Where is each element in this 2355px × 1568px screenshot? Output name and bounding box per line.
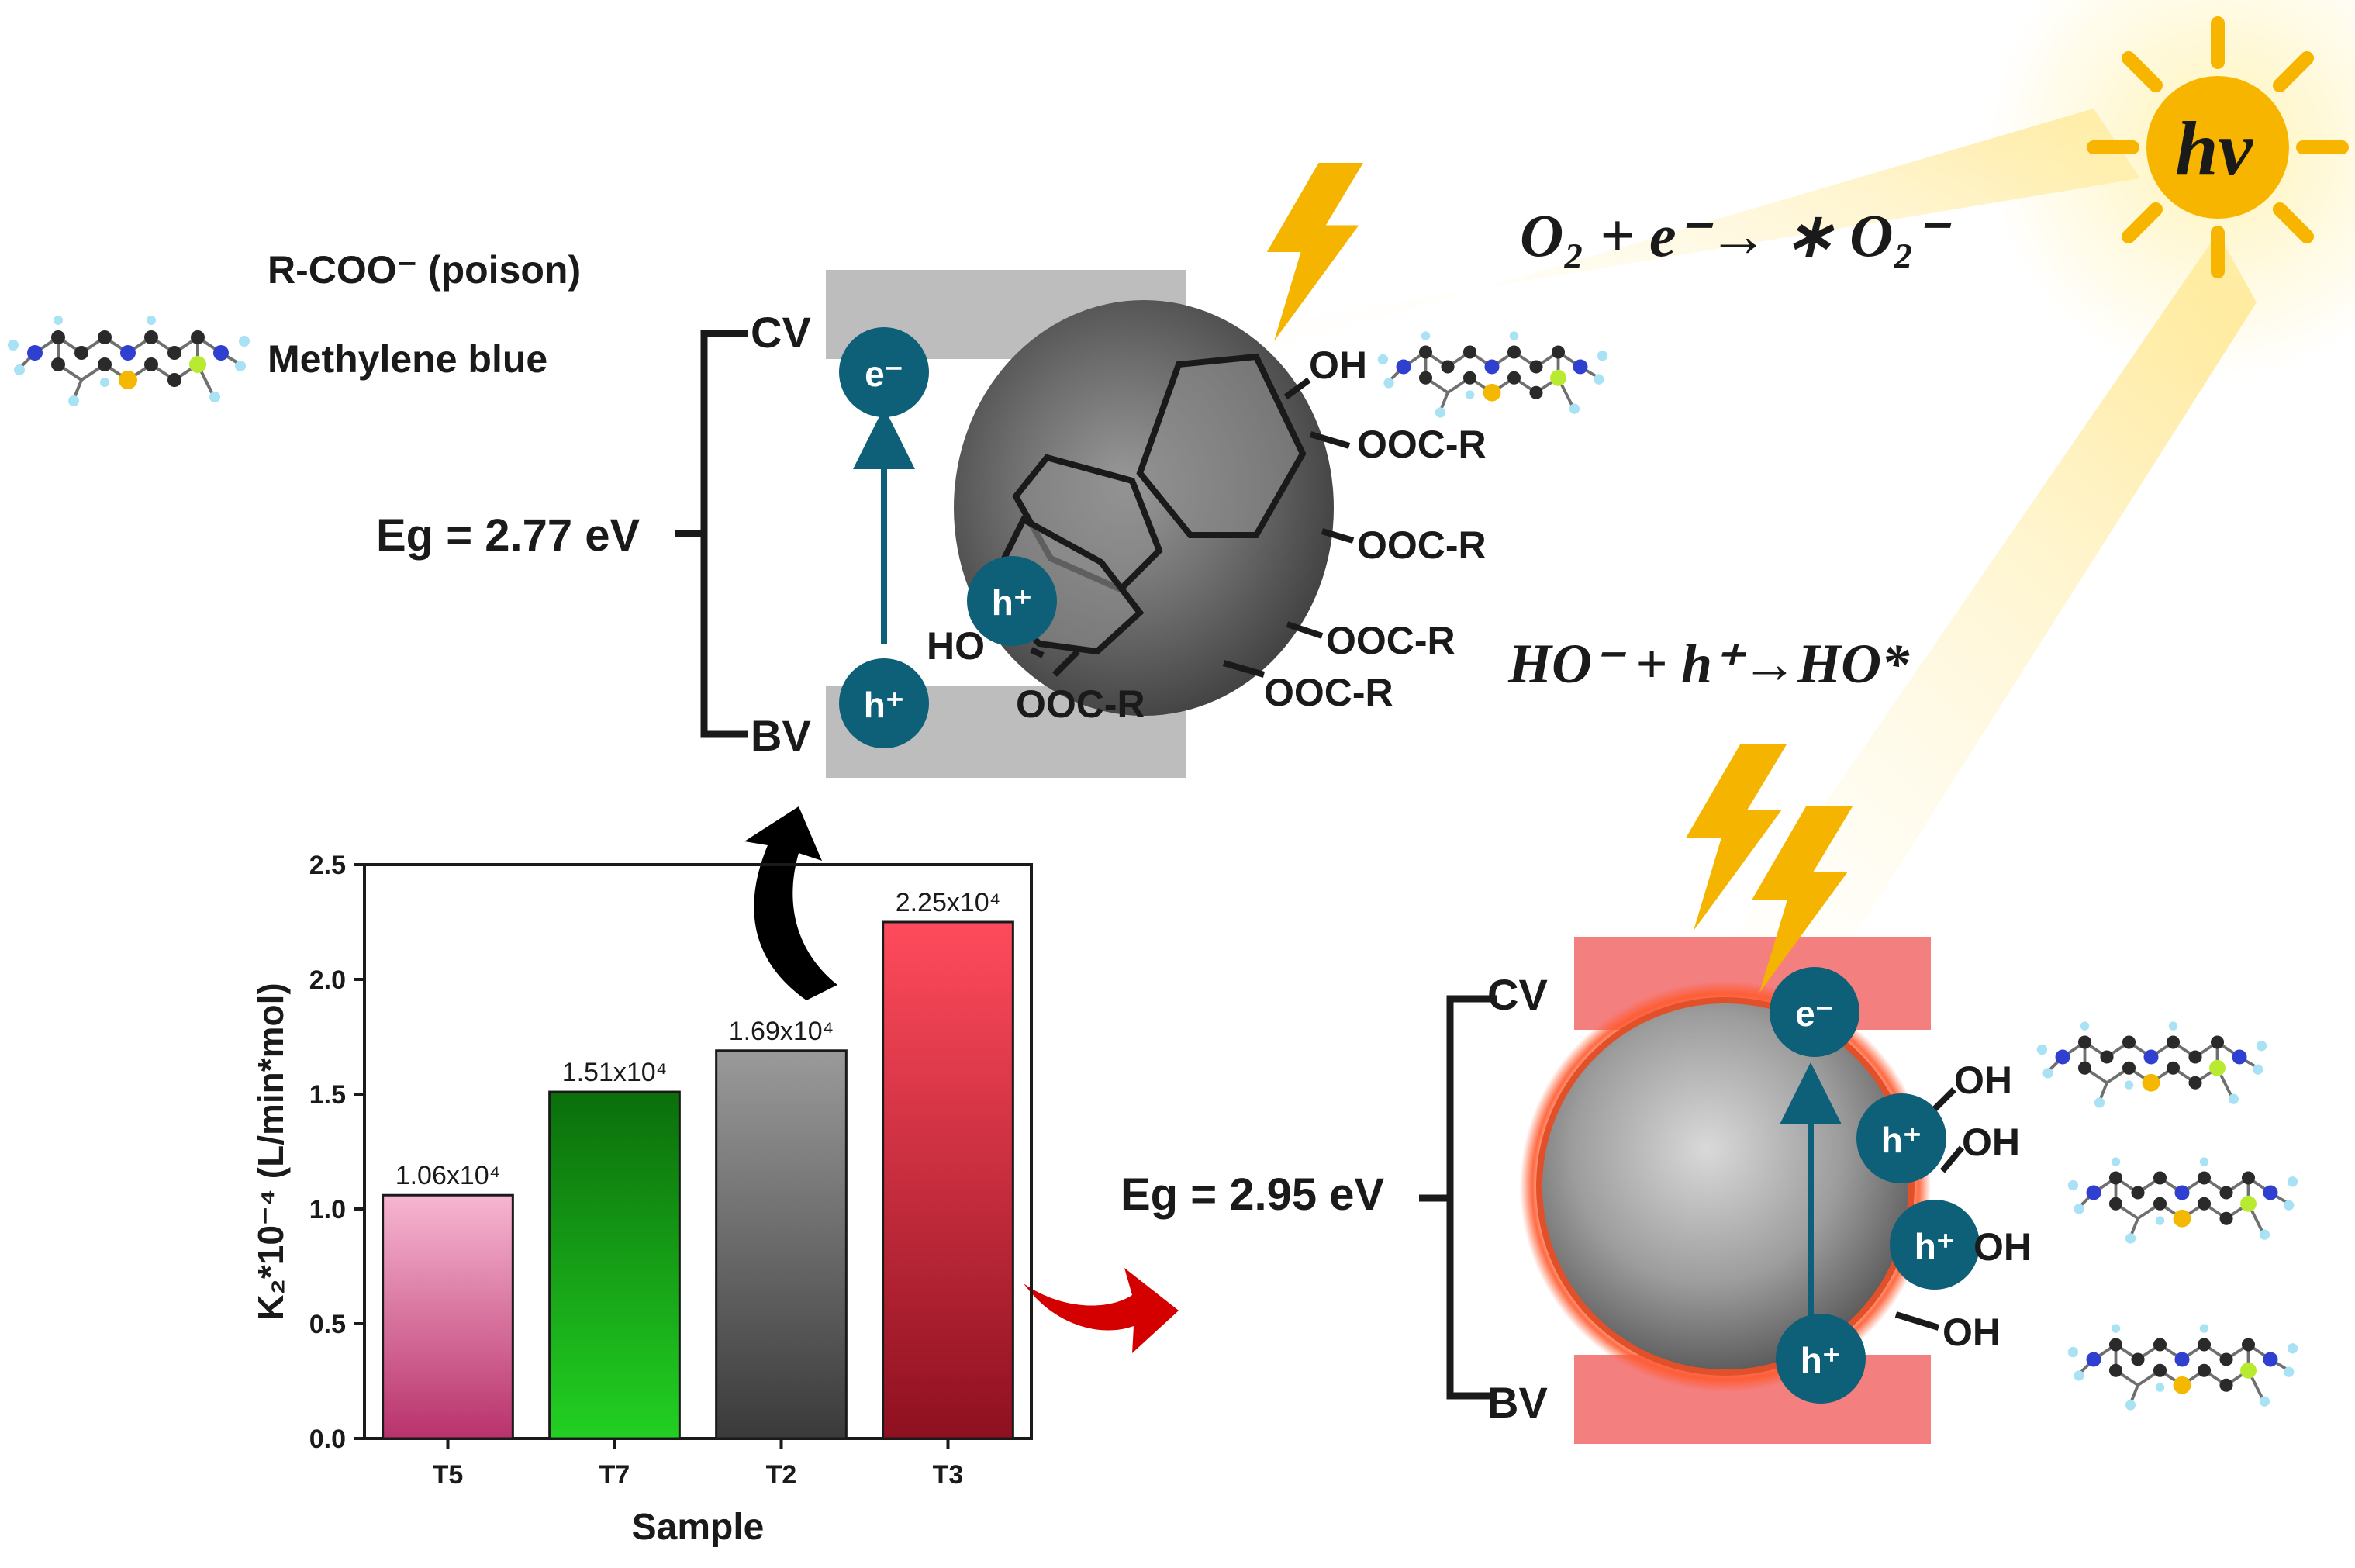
top-band-diagram: CV BV Eg = 2.77 eV e⁻ h⁺ h⁺ OH OOC-R OOC… [376, 163, 1610, 778]
y-tick-label: 2.5 [309, 851, 346, 880]
top-group-oocr-2: OOC-R [1357, 523, 1487, 567]
top-group-oocr-5: OOC-R [1016, 682, 1145, 726]
bottom-hole-circle-1 [1856, 1093, 1946, 1183]
bottom-group-oh-4: OH [1942, 1311, 2001, 1354]
y-tick-label: 0.5 [309, 1310, 346, 1339]
bottom-vb-label: BV [1487, 1378, 1548, 1427]
bottom-hole-label-2: h⁺ [1915, 1226, 1955, 1266]
chart-plot-frame [363, 863, 1033, 1440]
bottom-particle-image [1536, 997, 1915, 1376]
x-tick-label-t5: T5 [433, 1460, 464, 1490]
bottom-methylene-blue-icon-3 [2066, 1322, 2300, 1412]
top-surface-bonds [1030, 377, 1355, 678]
y-tick-label: 2.0 [309, 965, 346, 995]
top-methylene-blue-icon [1376, 330, 1610, 420]
bottom-electron-label: e⁻ [1795, 993, 1834, 1034]
bar-data-label-t2: 1.69x10⁴ [729, 1017, 834, 1046]
top-hole-circle-vb [839, 658, 929, 748]
top-cb-label: CV [751, 308, 811, 357]
bottom-band-diagram: CV BV Eg = 2.95 eV e⁻ h⁺ h⁺ h⁺ OH OH OH … [1121, 744, 2300, 1444]
bottom-hole-circle-2 [1890, 1200, 1980, 1290]
bottom-hole-label-1: h⁺ [1881, 1120, 1922, 1160]
bar-t7 [548, 1090, 681, 1440]
equation-hydroxyl: HO⁻ + h⁺→HO* [1507, 633, 1910, 695]
bottom-cb-label: CV [1487, 970, 1548, 1019]
legend-dye-label: Methylene blue [268, 337, 547, 381]
chart-xlabel: Sample [632, 1507, 765, 1548]
bar-t2 [715, 1049, 848, 1440]
y-tick-label: 1.5 [309, 1080, 346, 1110]
bottom-bandgap-bracket [1419, 995, 1497, 1400]
chart-ylabel: K₂*10⁻⁴ (L/min*mol) [250, 983, 291, 1321]
legend-poison-label: R-COO⁻ (poison) [268, 248, 581, 292]
black-curved-arrow [744, 806, 837, 1000]
top-group-oocr-1: OOC-R [1357, 423, 1487, 466]
x-tick-label-t7: T7 [599, 1460, 630, 1490]
bottom-group-oh-2: OH [1962, 1121, 2020, 1164]
top-hole-circle-surface [967, 556, 1057, 646]
bar-t5 [382, 1193, 514, 1440]
bar-t3 [882, 920, 1014, 1440]
top-electron-circle [839, 327, 929, 417]
bottom-surface-bonds [1894, 1087, 1965, 1331]
bottom-electron-circle [1770, 967, 1859, 1057]
top-bandgap-label: Eg = 2.77 eV [376, 510, 640, 561]
sun-icon [2087, 16, 2349, 278]
x-tick-label-t2: T2 [766, 1460, 797, 1490]
top-group-oh: OH [1309, 344, 1367, 387]
bottom-methylene-blue-icon-2 [2066, 1155, 2300, 1245]
bar-data-label-t5: 1.06x10⁴ [395, 1161, 501, 1190]
y-tick-label: 0.0 [309, 1425, 346, 1454]
legend-methylene-blue-icon [6, 314, 251, 408]
sun-label: hv [2175, 105, 2254, 192]
equation-superoxide: O₂ + e⁻→ ∗ O₂⁻ [1520, 202, 1952, 269]
y-tick-label: 1.0 [309, 1195, 346, 1224]
top-group-ho: HO [927, 624, 985, 668]
top-hole-label-vb: h⁺ [864, 685, 904, 725]
bottom-group-oh-1: OH [1954, 1059, 2012, 1102]
top-group-oocr-4: OOC-R [1264, 671, 1393, 714]
top-hole-label-surface: h⁺ [992, 582, 1032, 623]
bottom-bandgap-label: Eg = 2.95 eV [1121, 1169, 1384, 1220]
bar-data-label-t7: 1.51x10⁴ [562, 1058, 668, 1087]
x-tick-label-t3: T3 [933, 1460, 964, 1490]
bottom-hole-circle-vb [1776, 1314, 1866, 1404]
bar-data-label-t3: 2.25x10⁴ [896, 888, 1001, 917]
bottom-methylene-blue-icon-1 [2035, 1020, 2269, 1110]
k2-bar-chart: 1.06x10⁴ 1.51x10⁴ 1.69x10⁴ 2.25x10⁴ 0.0 0.5 1… [250, 851, 1033, 1548]
top-vb-label: BV [751, 711, 811, 760]
top-bandgap-bracket [675, 330, 748, 738]
bottom-hole-label-vb: h⁺ [1801, 1340, 1841, 1380]
red-curved-arrow [1024, 1268, 1179, 1353]
top-electron-label: e⁻ [865, 354, 903, 394]
bottom-group-oh-3: OH [1973, 1225, 2032, 1269]
top-group-oocr-3: OOC-R [1326, 619, 1455, 662]
